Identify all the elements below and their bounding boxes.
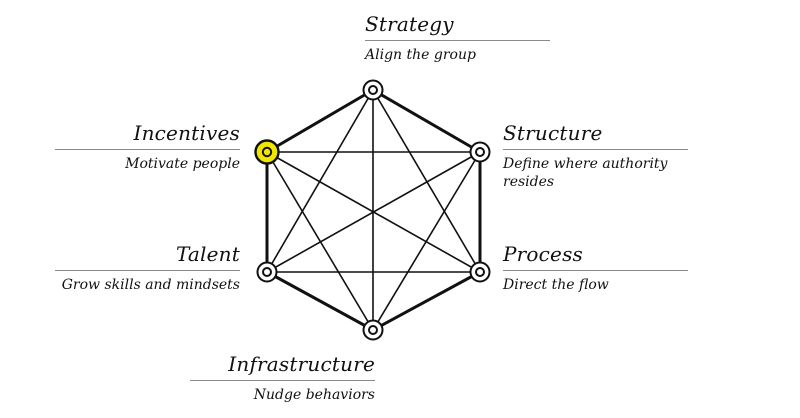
node-title-talent: Talent bbox=[175, 242, 240, 266]
divider bbox=[503, 149, 688, 150]
node-label-process: Process Direct the flow bbox=[503, 242, 688, 294]
hexagon-edge bbox=[265, 270, 375, 332]
hexagon-edge bbox=[371, 270, 482, 332]
node-label-talent: Talent Grow skills and mindsets bbox=[55, 242, 240, 294]
node-inner-ring bbox=[475, 267, 485, 277]
node-subtitle-talent: Grow skills and mindsets bbox=[61, 277, 240, 293]
connection-line bbox=[372, 89, 481, 273]
node-marker-infrastructure bbox=[362, 319, 384, 341]
divider bbox=[190, 380, 375, 381]
node-label-incentives: Incentives Motivate people bbox=[55, 121, 240, 173]
node-subtitle-strategy: Align the group bbox=[365, 47, 476, 63]
node-label-infrastructure: Infrastructure Nudge behaviors bbox=[190, 352, 375, 404]
node-title-incentives: Incentives bbox=[133, 121, 240, 145]
connection-line bbox=[266, 151, 374, 331]
node-inner-ring bbox=[368, 325, 378, 335]
hexagon-outline bbox=[265, 88, 482, 332]
node-marker-strategy bbox=[362, 79, 384, 101]
node-inner-ring bbox=[262, 267, 272, 277]
node-title-structure: Structure bbox=[503, 121, 603, 145]
divider bbox=[365, 40, 550, 41]
node-subtitle-structure: Define where authority resides bbox=[503, 156, 668, 190]
divider bbox=[55, 270, 240, 271]
divider bbox=[55, 149, 240, 150]
divider bbox=[503, 270, 688, 271]
node-marker-incentives bbox=[254, 139, 280, 165]
node-title-strategy: Strategy bbox=[365, 12, 454, 36]
node-title-infrastructure: Infrastructure bbox=[228, 352, 375, 376]
node-marker-talent bbox=[256, 261, 278, 283]
node-title-process: Process bbox=[503, 242, 584, 266]
node-marker-structure bbox=[469, 141, 491, 163]
node-label-strategy: Strategy Align the group bbox=[365, 12, 550, 64]
node-subtitle-incentives: Motivate people bbox=[125, 156, 240, 172]
node-inner-ring bbox=[368, 85, 378, 95]
node-markers bbox=[254, 79, 491, 341]
node-marker-process bbox=[469, 261, 491, 283]
hexagon-edge bbox=[265, 88, 375, 154]
connection-line bbox=[266, 151, 481, 273]
connection-lines bbox=[266, 89, 481, 331]
hexagon-edge bbox=[371, 88, 482, 154]
node-subtitle-process: Direct the flow bbox=[503, 277, 609, 293]
node-subtitle-infrastructure: Nudge behaviors bbox=[253, 387, 375, 403]
node-inner-ring bbox=[475, 147, 485, 157]
node-inner-ring bbox=[261, 146, 273, 158]
node-label-structure: Structure Define where authority resides bbox=[503, 121, 688, 191]
